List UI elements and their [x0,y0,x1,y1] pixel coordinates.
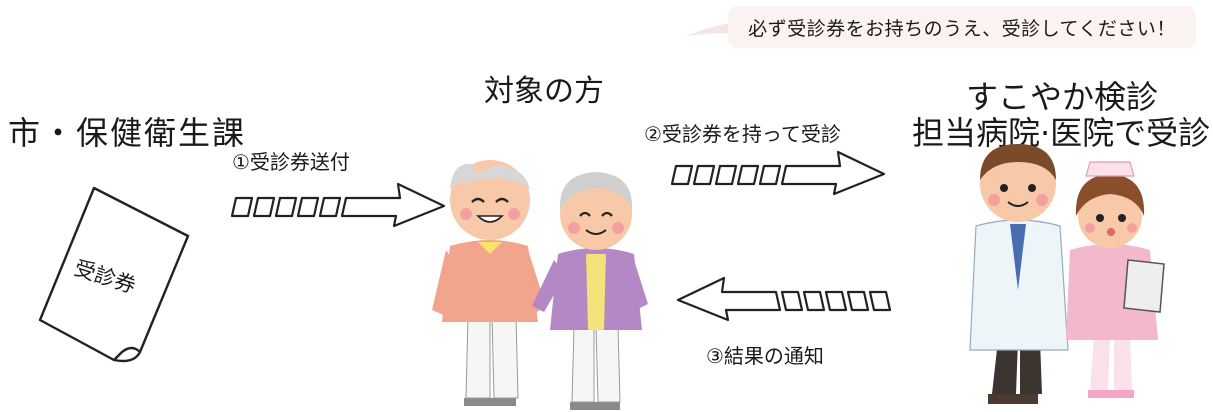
city-office-label: 市・保健衛生課 [8,114,247,152]
doctor-figure [969,144,1069,404]
step3-label: ③結果の通知 [706,344,824,368]
clinic-label-line2: 担当病院·医院で受診 [912,114,1211,152]
instruction-note: 必ず受診券をお持ちのうえ、受診してください！ [728,6,1196,48]
step2-label: ②受診券を持って受診 [644,122,841,146]
elderly-man-figure [432,160,546,406]
target-person-label: 対象の方 [484,74,604,109]
nurse-figure [1066,161,1165,398]
arrow-step3 [676,276,892,322]
voucher-card-icon [38,186,190,363]
clinic-label-line1: すこやか検診 [966,78,1159,116]
elderly-couple-illustration [432,160,648,410]
arrow-step2 [670,150,886,196]
note-tail [686,22,736,36]
arrow-step1 [230,182,446,228]
doctor-nurse-illustration [969,144,1165,404]
elderly-woman-figure [532,172,648,410]
step1-label: ①受診券送付 [232,150,350,174]
